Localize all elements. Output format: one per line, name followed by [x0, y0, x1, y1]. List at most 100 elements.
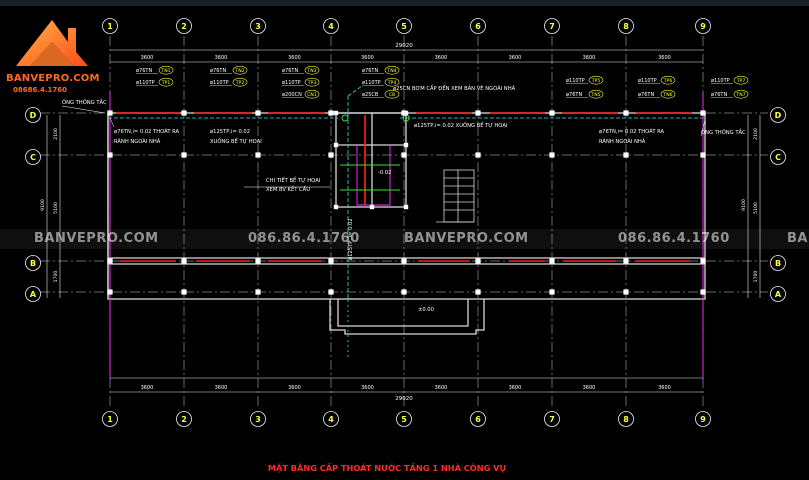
axis-bubble-bottom-3-ring — [250, 411, 266, 427]
pipe-tag-label: ø25CB — [362, 92, 379, 98]
bay-dim: 3600 — [658, 385, 671, 391]
pipe-tag-label: ø76TN — [282, 68, 298, 74]
axis-bubble-right-A-label: A — [775, 290, 782, 299]
column — [623, 258, 629, 264]
fixture-markers — [340, 114, 410, 191]
column — [255, 289, 261, 295]
row-dim: 1700 — [53, 271, 59, 283]
logo-phone: 08686.4.1760 — [13, 86, 68, 94]
note-septic-mid: ø125TP,i= 0.02 XUỐNG BỂ TỰ HOẠI — [414, 121, 508, 129]
column — [181, 289, 187, 295]
column — [328, 258, 334, 264]
column — [549, 152, 555, 158]
pipe-tag-ring — [304, 65, 320, 75]
axis-bubble-bottom-4-label: 4 — [328, 415, 334, 424]
pipe-tag-code: TN4 — [386, 68, 396, 74]
column — [181, 110, 187, 116]
note-drain-left-2: RÃNH NGOÀI NHÀ — [114, 138, 161, 145]
note-elev-2: -0.02 — [378, 170, 391, 176]
row-total-dim: 9100 — [741, 199, 747, 211]
column — [255, 258, 261, 264]
drain-pipes-red — [116, 112, 692, 262]
bay-dim: 3600 — [509, 385, 522, 391]
axis-bubble-top-1-label: 1 — [107, 22, 113, 31]
staircase — [436, 169, 475, 223]
axis-bubble-top-4-label: 4 — [328, 22, 334, 31]
axis-bubble-top-1-ring — [102, 18, 118, 34]
note-septic-1: ø125TP,i= 0.02 — [210, 129, 250, 135]
axis-bubble-top-2-ring — [176, 18, 192, 34]
axis-bubble-bottom-6-ring — [470, 411, 486, 427]
column — [623, 110, 629, 116]
pipe-tag-code: TN5 — [590, 92, 600, 98]
pipe-tag-label: ø110TP — [136, 80, 155, 86]
column — [255, 152, 261, 158]
column — [700, 289, 706, 295]
column — [549, 110, 555, 116]
note-detail-2: XEM BV KẾT CẤU — [266, 185, 310, 193]
row-dim: 2100 — [53, 128, 59, 140]
column — [333, 142, 339, 148]
house-logo-icon — [16, 20, 88, 66]
axis-bubble-bottom-3-label: 3 — [255, 415, 261, 424]
column — [549, 289, 555, 295]
structural-columns — [107, 110, 706, 295]
axis-bubble-left-B-label: B — [30, 259, 36, 268]
pipe-tag-code: CB — [389, 92, 395, 98]
axis-bubble-top-6-ring — [470, 18, 486, 34]
pipe-tag-label: ø110TP — [282, 80, 301, 86]
axis-bubble-bottom-5-ring — [396, 411, 412, 427]
note-drain-right-1: ø76TN,i= 0.02 THOÁT RA — [599, 128, 665, 135]
column — [107, 258, 113, 264]
axis-bubble-left-D-label: D — [30, 111, 37, 120]
pipe-tag-code: TP5 — [591, 78, 601, 84]
bay-dim: 3600 — [361, 55, 374, 61]
column — [475, 289, 481, 295]
column — [623, 152, 629, 158]
axis-bubble-top-8-ring — [618, 18, 634, 34]
axis-bubble-left-D-ring — [25, 107, 41, 123]
column — [549, 258, 555, 264]
column — [623, 289, 629, 295]
pipe-tag-code: TP7 — [736, 78, 746, 84]
pipe-tag-code: TN7 — [735, 92, 745, 98]
column — [401, 289, 407, 295]
pipe-tag-label: ø200CN — [282, 92, 302, 98]
axis-bubble-top-3-label: 3 — [255, 22, 261, 31]
pipe-tag-label: ø110TP — [711, 78, 730, 84]
pipe-tag-label: ø110TP — [566, 78, 585, 84]
axis-bubble-bottom-2-ring — [176, 411, 192, 427]
axis-bubble-left-C-ring — [25, 149, 41, 165]
brand-logo — [8, 12, 104, 98]
pipe-tag-ring — [304, 77, 320, 87]
pipe-tag-label: ø76TN — [210, 68, 226, 74]
pipe-tag-ring — [384, 77, 400, 87]
axis-bubble-bottom-2-label: 2 — [181, 415, 187, 424]
axis-bubble-bottom-1-label: 1 — [107, 415, 113, 424]
watermark-text: BANVEPRO.COM — [404, 231, 529, 246]
leader-lines — [61, 105, 706, 188]
pipe-tag-label: ø76TN — [136, 68, 152, 74]
note-vent-right: ỐNG THÔNG TẮC — [701, 128, 746, 136]
axis-bubble-bottom-5-label: 5 — [401, 415, 407, 424]
note-vertical: ø125TP, i= 0.02 — [348, 218, 354, 260]
supply-pipes-cyan — [108, 85, 705, 300]
axis-bubble-left-C-label: C — [30, 153, 36, 162]
bay-dim: 3600 — [288, 385, 301, 391]
pipe-tag-label: ø76TN — [638, 92, 654, 98]
bay-dim: 3600 — [658, 55, 671, 61]
axis-bubble-bottom-7-label: 7 — [549, 415, 555, 424]
axis-bubble-right-B-ring — [770, 255, 786, 271]
axis-bubble-top-6-label: 6 — [475, 22, 481, 31]
pipe-tag-code: TP2 — [235, 80, 245, 86]
top-dimension-chain — [110, 49, 703, 393]
pipe-tag-ring — [733, 89, 749, 99]
bay-dim: 3600 — [215, 55, 228, 61]
pipe-tag-ring — [158, 65, 174, 75]
bay-dim: 3600 — [435, 385, 448, 391]
bay-dim: 3600 — [215, 385, 228, 391]
bottom-total-dim: 29020 — [395, 396, 413, 402]
